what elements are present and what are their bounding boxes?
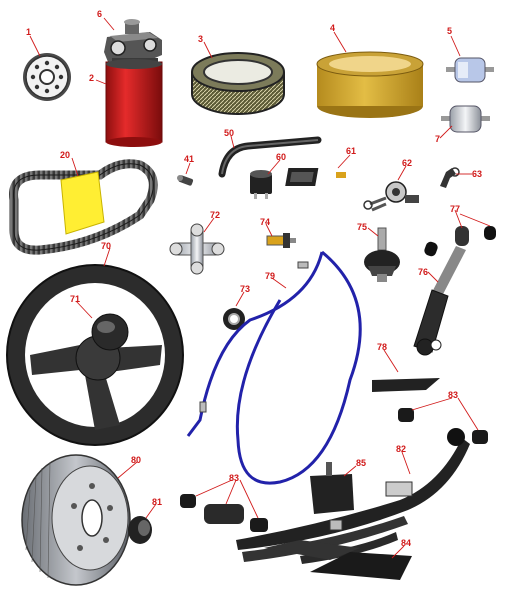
fitting-icon[interactable] [177,175,194,186]
callout-85: 85 [356,458,366,468]
brake-drum-icon[interactable] [21,454,131,586]
callout-72: 72 [210,210,220,220]
filter-head-icon[interactable] [104,19,162,66]
ignition-switch-icon[interactable] [363,181,419,212]
bushing-left-icon[interactable] [180,494,268,532]
callout-2: 2 [89,73,94,83]
callout-81: 81 [152,497,162,507]
callout-7: 7 [435,134,440,144]
callout-62: 62 [402,158,412,168]
callout-77: 77 [450,204,460,214]
v-belt-icon[interactable] [9,159,158,255]
hub-cap-icon[interactable] [128,516,152,544]
foam-air-filter-icon[interactable] [316,51,424,118]
round-air-filter-icon[interactable] [191,52,285,115]
fuel-hose-icon[interactable] [218,136,322,178]
inline-fuel-filter-icon[interactable] [446,57,494,83]
callout-20: 20 [60,150,70,160]
callout-5: 5 [447,26,452,36]
callout-83-left: 83 [229,473,239,483]
callout-82: 82 [396,444,406,454]
callout-71: 71 [70,294,80,304]
universal-joint-icon[interactable] [169,223,225,275]
callout-84: 84 [401,538,411,548]
seal-icon[interactable] [223,308,245,330]
fuel-filter-cartridge-icon[interactable] [105,59,163,147]
key-icon[interactable] [440,167,460,188]
callout-6: 6 [97,9,102,19]
callout-74: 74 [260,217,270,227]
callout-63: 63 [472,169,482,179]
callout-80: 80 [131,455,141,465]
spring-mount-icon[interactable] [310,462,354,514]
callout-60: 60 [276,152,286,162]
callout-83-right: 83 [448,390,458,400]
oil-filter-icon[interactable] [23,53,71,101]
callout-1: 1 [26,27,31,37]
bushing-right-icon[interactable] [398,408,488,444]
callout-70: 70 [101,241,111,251]
callout-61: 61 [346,146,356,156]
spring-plate-icon[interactable] [264,540,412,580]
steering-wheel-icon[interactable] [6,264,184,446]
callout-41: 41 [184,154,194,164]
switch-icon[interactable] [285,168,346,186]
leader-lines [29,17,491,559]
shock-absorber-icon[interactable] [413,226,496,356]
inline-fuel-filter-alt-icon[interactable] [441,105,490,133]
rubber-pad-icon[interactable] [372,378,440,392]
sensor-switch-icon[interactable] [266,233,296,248]
callout-75: 75 [357,222,367,232]
ball-joint-icon[interactable] [364,227,400,282]
throttle-cable-icon[interactable] [186,250,362,485]
callout-76: 76 [418,267,428,277]
callout-4: 4 [330,23,335,33]
relay-icon[interactable] [250,170,272,199]
callout-79: 79 [265,271,275,281]
callout-3: 3 [198,34,203,44]
callout-labels: 1 2 3 4 5 6 7 20 41 50 60 61 62 63 70 71… [26,9,482,548]
callout-50: 50 [224,128,234,138]
callout-73: 73 [240,284,250,294]
callout-78: 78 [377,342,387,352]
